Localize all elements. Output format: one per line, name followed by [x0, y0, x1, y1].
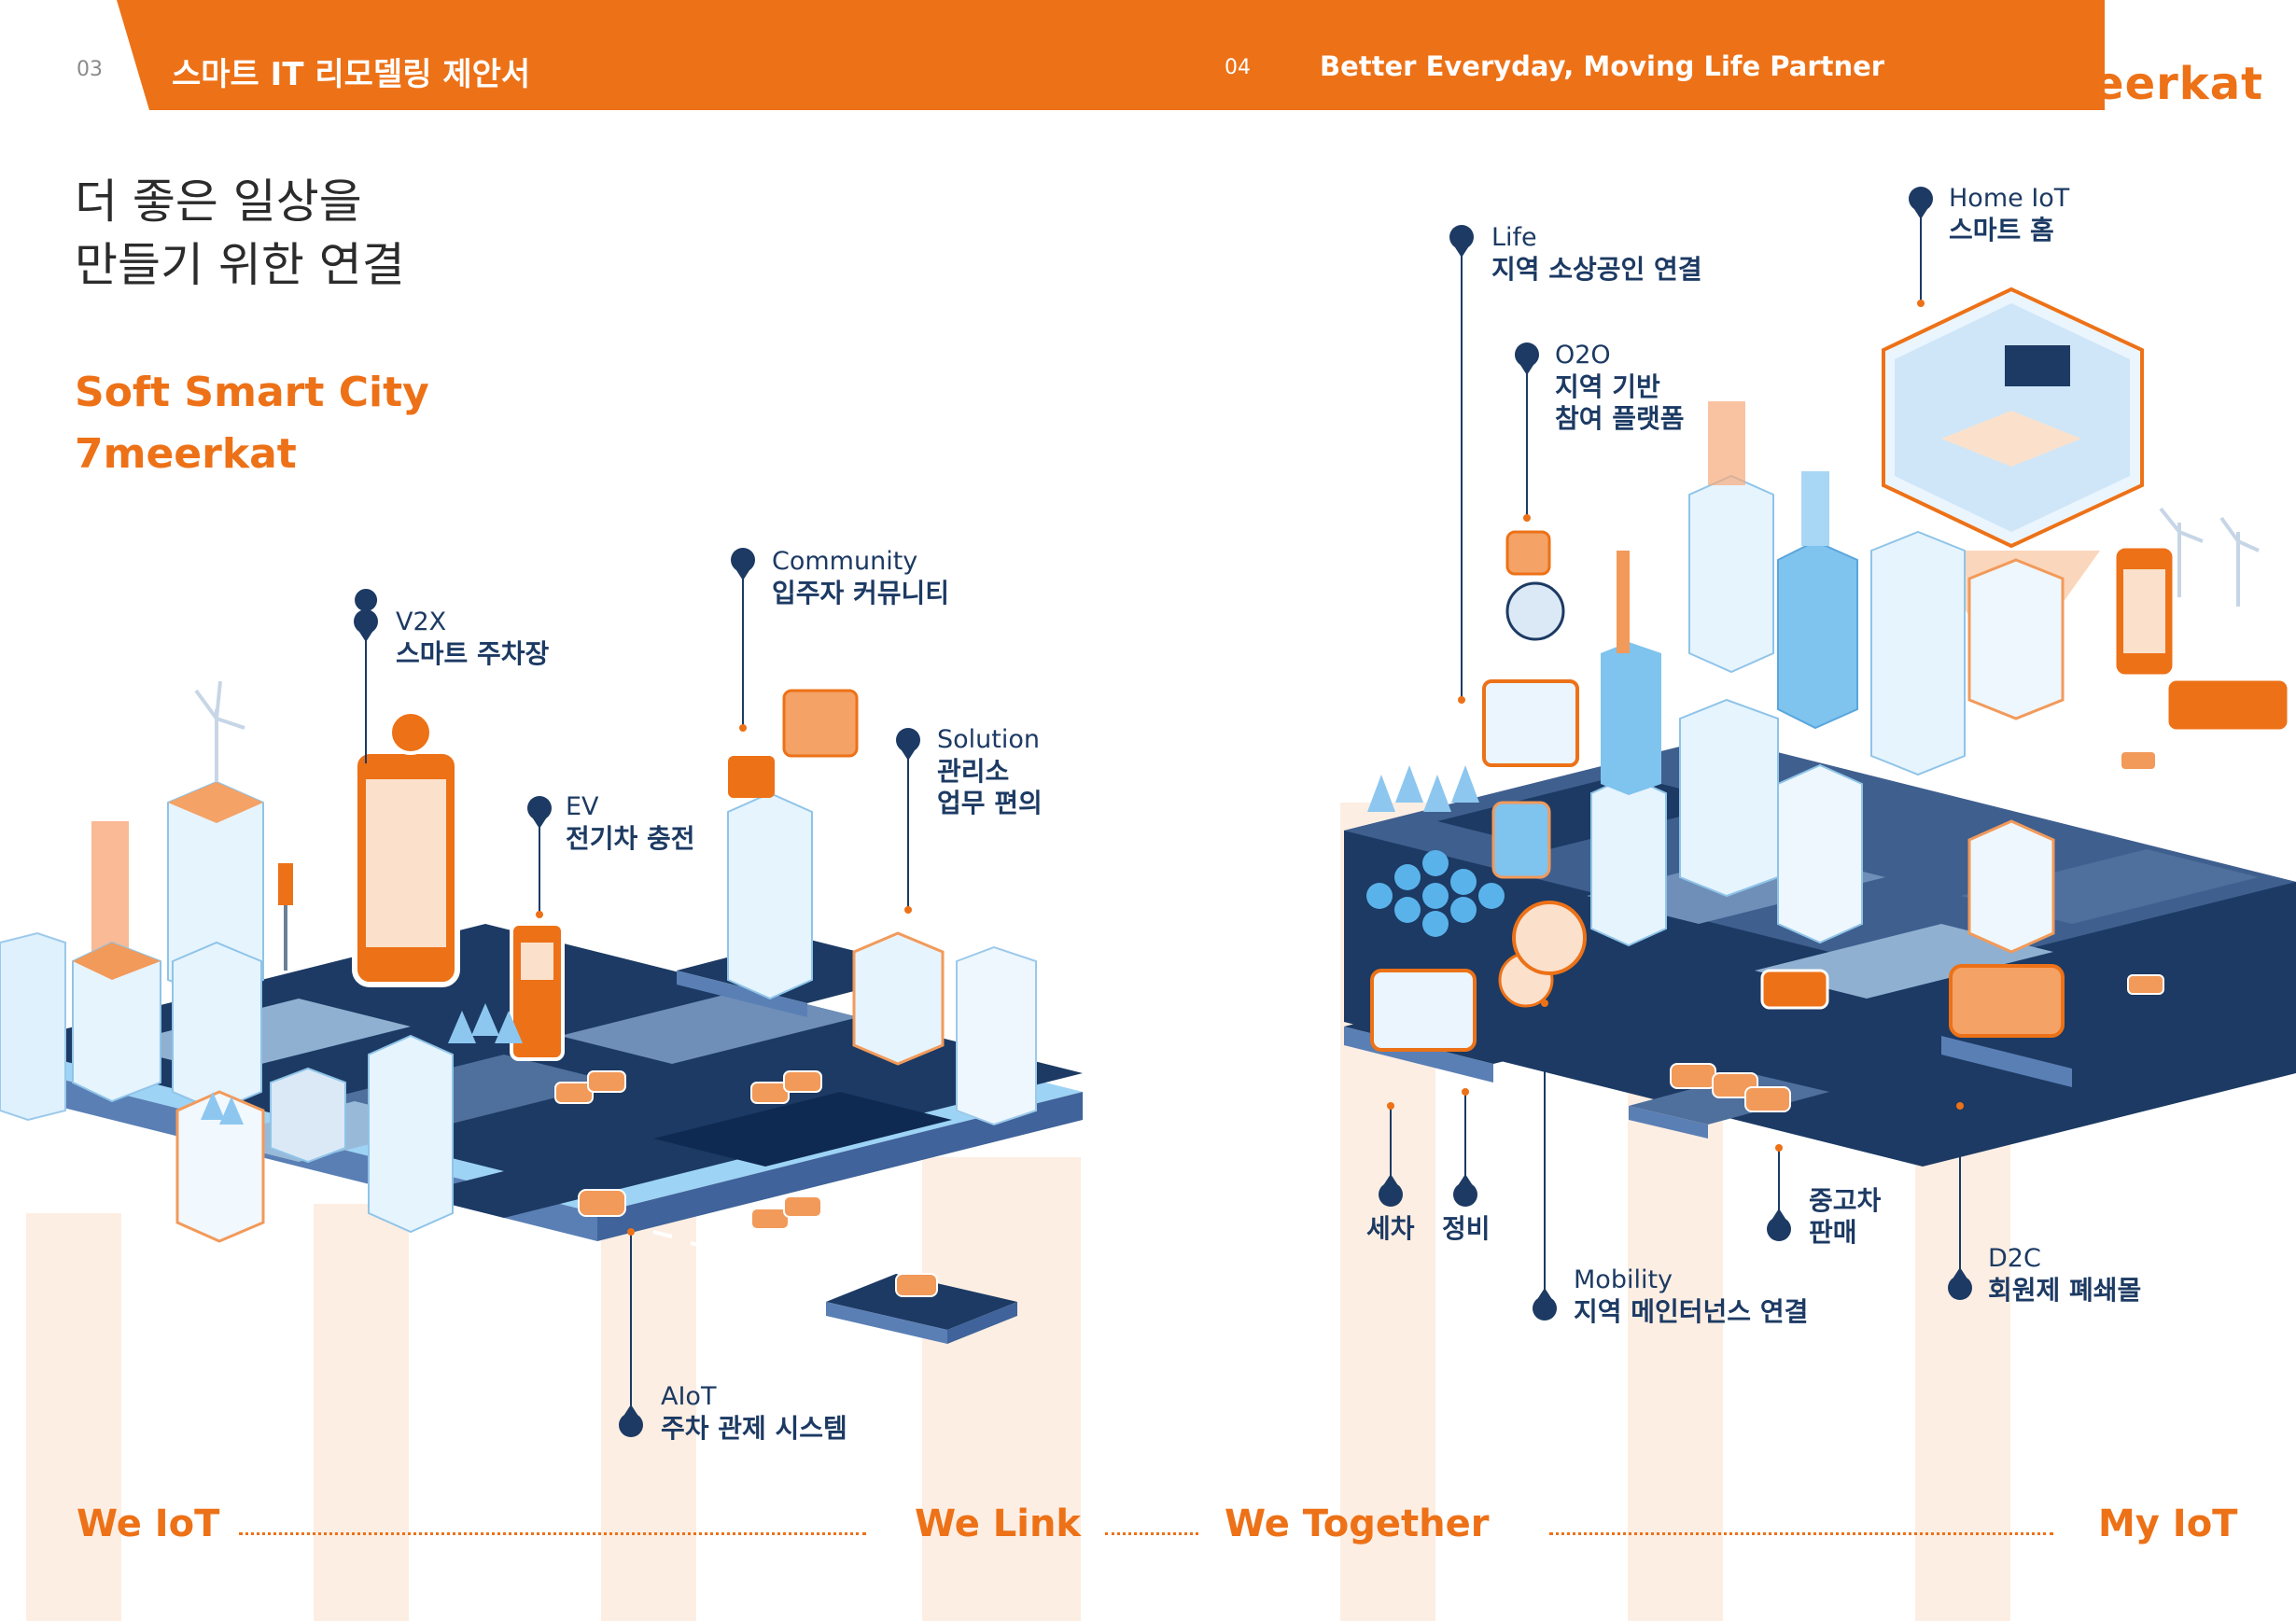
header-band — [117, 0, 2105, 110]
callout-d2c-ko: 회원제 폐쇄몰 — [1988, 1275, 2142, 1306]
callout-mobility-en: Mobility — [1574, 1265, 1673, 1294]
callout-aiot-ko: 주차 관제 시스템 — [661, 1413, 847, 1444]
callout-v2x: V2X 스마트 주차장 — [396, 607, 549, 670]
callout-repair-ko: 정비 — [1442, 1213, 1491, 1244]
callout-solution-ko-2: 업무 편의 — [937, 788, 1043, 818]
callout-aiot-en: AIoT — [661, 1382, 717, 1411]
callout-d2c-en: D2C — [1988, 1244, 2041, 1273]
callout-o2o-en: O2O — [1555, 341, 1611, 370]
meerkat-logo: meerkat — [2046, 58, 2264, 110]
callout-used-car: 중고차 판매 — [1809, 1185, 1881, 1249]
callout-mobility: Mobility 지역 메인터넌스 연결 — [1574, 1265, 1808, 1328]
callout-o2o-ko-2: 참여 플랫폼 — [1555, 403, 1685, 434]
floating-parking-pad — [826, 1274, 1017, 1344]
intro-heading: 더 좋은 일상을 만들기 위한 연결 — [75, 170, 405, 297]
label-my-iot: My IoT — [2098, 1502, 2238, 1545]
callout-ev: EV 전기차 충전 — [566, 791, 695, 855]
callout-home-iot-en: Home IoT — [1949, 184, 2070, 213]
callout-community: Community 입주자 커뮤니티 — [772, 546, 949, 609]
callout-solution-en: Solution — [937, 725, 1040, 754]
callout-d2c: D2C 회원제 폐쇄몰 — [1988, 1243, 2141, 1307]
callout-pin-heads — [354, 187, 1972, 1437]
callout-ev-ko: 전기차 충전 — [566, 823, 695, 854]
callout-home-iot: Home IoT 스마트 홈 — [1949, 183, 2069, 246]
callout-aiot: AIoT 주차 관제 시스템 — [661, 1381, 847, 1445]
right-page-number: 04 — [1225, 56, 1251, 79]
callout-mobility-ko: 지역 메인터넌스 연결 — [1574, 1296, 1809, 1327]
callout-home-iot-ko: 스마트 홈 — [1949, 215, 2054, 245]
callout-carwash-ko: 세차 — [1366, 1213, 1415, 1244]
city-title-line-1: Soft Smart City — [75, 369, 429, 416]
city-title: Soft Smart City 7meerkat — [75, 362, 429, 485]
callout-community-ko: 입주자 커뮤니티 — [772, 578, 950, 608]
label-we-link: We Link — [915, 1502, 1082, 1545]
callout-v2x-ko: 스마트 주차장 — [396, 638, 550, 669]
label-we-iot: We IoT — [77, 1502, 220, 1545]
callout-v2x-en: V2X — [396, 608, 447, 636]
right-header-slogan: Better Everyday, Moving Life Partner — [1320, 50, 1885, 82]
dotted-divider-3 — [1549, 1532, 2053, 1535]
callout-used-car-ko-1: 중고차 — [1809, 1185, 1882, 1216]
callout-solution: Solution 관리소 업무 편의 — [937, 724, 1043, 819]
background-stripes — [26, 803, 2010, 1621]
right-buildings — [1366, 286, 2290, 1112]
dotted-divider-1 — [239, 1532, 866, 1535]
callout-life-ko: 지역 소상공인 연결 — [1491, 254, 1702, 285]
callout-connectors — [365, 210, 1961, 1409]
callout-repair: 정비 — [1442, 1213, 1491, 1245]
callout-life: Life 지역 소상공인 연결 — [1491, 222, 1702, 286]
callout-used-car-ko-2: 판매 — [1809, 1217, 1857, 1248]
left-buildings — [0, 680, 1037, 1297]
city-title-line-2: 7meerkat — [75, 430, 297, 478]
callout-ev-en: EV — [566, 792, 599, 821]
connector-end-dots — [362, 300, 1964, 1236]
callout-carwash: 세차 — [1366, 1213, 1415, 1245]
label-we-together: We Together — [1225, 1502, 1490, 1545]
left-page-number: 03 — [77, 58, 103, 81]
callout-life-en: Life — [1491, 223, 1537, 252]
callout-solution-ko-1: 관리소 — [937, 756, 1010, 787]
callout-community-en: Community — [772, 547, 918, 576]
dotted-divider-2 — [1105, 1532, 1198, 1535]
callout-o2o: O2O 지역 기반 참여 플랫폼 — [1555, 340, 1685, 435]
callout-o2o-ko-1: 지역 기반 — [1555, 371, 1660, 402]
left-header-title: 스마트 IT 리모델링 제안서 — [172, 56, 531, 93]
intro-line-1: 더 좋은 일상을 — [75, 175, 362, 229]
intro-line-2: 만들기 위한 연결 — [75, 238, 405, 292]
